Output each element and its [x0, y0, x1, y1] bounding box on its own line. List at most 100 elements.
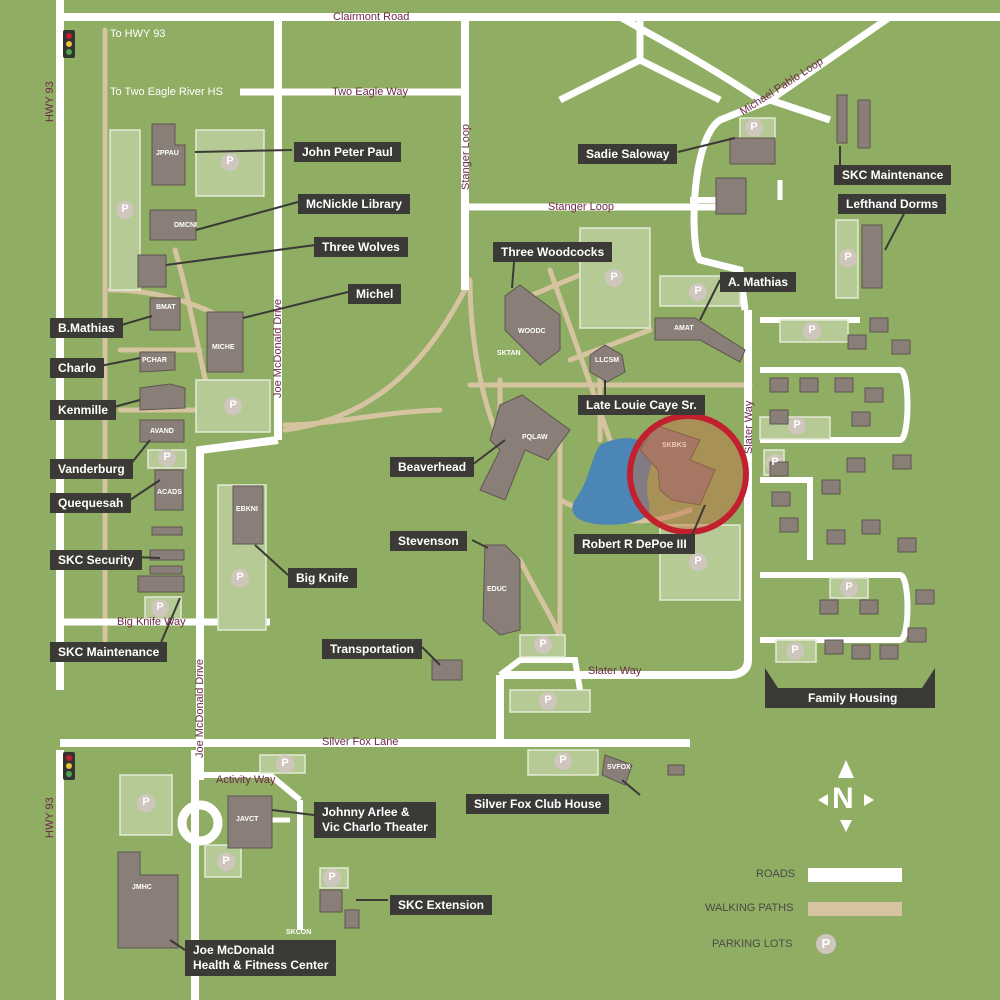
traffic-light-top — [63, 30, 75, 58]
building-code-skbks: SKBKS — [662, 442, 687, 449]
building-code-woodc: WOODC — [518, 328, 546, 335]
callout-sadie-saloway[interactable]: Sadie Saloway — [578, 144, 678, 164]
legend-parking-lots-label: PARKING LOTS — [712, 938, 793, 950]
callout-leaders — [99, 137, 909, 951]
to-two-eagle-label: To Two Eagle River HS — [110, 86, 223, 98]
building-code-amat: AMAT — [674, 325, 694, 332]
building-code-skcon: SKCON — [286, 929, 312, 936]
building-code-pchar: PCHAR — [142, 357, 167, 364]
callout-charlo[interactable]: Charlo — [50, 358, 105, 378]
callout-joe-mcdonald-line2: Health & Fitness Center — [193, 958, 329, 972]
big-knife-way-label: Big Knife Way — [117, 616, 186, 628]
parking-p-letter: P — [539, 638, 547, 651]
callout-vanderburg[interactable]: Vanderburg — [50, 459, 133, 479]
callout-johnny-arlee[interactable]: Johnny Arlee & Vic Charlo Theater — [314, 802, 436, 838]
callout-kenmille[interactable]: Kenmille — [50, 400, 117, 420]
callout-big-knife[interactable]: Big Knife — [288, 568, 357, 588]
clairmont-road-label: Clairmont Road — [333, 11, 410, 23]
parking-p-letter: P — [694, 285, 702, 298]
joe-mcdonald-bottom-label: Joe McDonald Drive — [194, 658, 206, 758]
legend-walking-paths-label: WALKING PATHS — [705, 902, 794, 914]
parking-p-letter: P — [328, 871, 336, 884]
callout-john-peter-paul[interactable]: John Peter Paul — [294, 142, 401, 162]
parking-p-letter: P — [808, 324, 816, 337]
parking-p-letter: P — [771, 456, 779, 469]
building-code-educ: EDUC — [487, 586, 507, 593]
parking-p-letter: P — [156, 601, 164, 614]
callout-three-woodcocks[interactable]: Three Woodcocks — [493, 242, 613, 262]
north-arrow-shape — [818, 760, 874, 832]
callout-transportation[interactable]: Transportation — [322, 639, 423, 659]
callout-silver-fox-club-house[interactable]: Silver Fox Club House — [466, 794, 610, 814]
joe-mcdonald-top-label: Joe McDonald Drive — [272, 298, 284, 398]
highlight-ring — [627, 413, 749, 535]
parking-p-letter: P — [121, 203, 129, 216]
callout-skc-extension[interactable]: SKC Extension — [390, 895, 493, 915]
callout-beaverhead[interactable]: Beaverhead — [390, 457, 475, 477]
parking-p-letter: P — [694, 555, 702, 568]
north-arrow: N — [818, 760, 874, 836]
callout-quequesah[interactable]: Quequesah — [50, 493, 132, 513]
parking-symbols — [116, 119, 858, 887]
parking-p-letter: P — [163, 451, 171, 464]
parking-p-letter: P — [845, 581, 853, 594]
callout-a-mathias[interactable]: A. Mathias — [720, 272, 797, 292]
building-code-dmcni: DMCNI — [174, 222, 197, 229]
callout-skc-maintenance-right[interactable]: SKC Maintenance — [834, 165, 952, 185]
callout-robert-depoe[interactable]: Robert R DePoe III — [574, 534, 695, 554]
callout-johnny-arlee-line1: Johnny Arlee & — [322, 805, 410, 819]
parking-p-letter: P — [222, 855, 230, 868]
two-eagle-way-label: Two Eagle Way — [332, 86, 409, 98]
parking-p-letter: P — [544, 694, 552, 707]
stanger-loop-v-label: Stanger Loop — [460, 123, 472, 190]
parking-p-letter: P — [750, 121, 758, 134]
callout-joe-mcdonald-line1: Joe McDonald — [193, 943, 275, 957]
building-code-jmhc: JMHC — [132, 884, 152, 891]
parking-p-letter: P — [793, 419, 801, 432]
roads — [56, 0, 1000, 1000]
north-letter: N — [832, 782, 854, 815]
building-code-ebkni: EBKNI — [236, 506, 258, 513]
building-code-miche: MICHE — [212, 344, 235, 351]
callout-skc-maintenance-left[interactable]: SKC Maintenance — [50, 642, 168, 662]
building-code-acads: ACADS — [157, 489, 182, 496]
building-code-jppau: JPPAU — [156, 150, 179, 157]
parking-p-letter: P — [226, 155, 234, 168]
building-code-llcsm: LLCSM — [595, 357, 620, 364]
callout-joe-mcdonald-health[interactable]: Joe McDonald Health & Fitness Center — [185, 940, 337, 976]
hwy93-top-label: HWY 93 — [44, 81, 56, 122]
callout-three-wolves[interactable]: Three Wolves — [314, 237, 408, 257]
callout-michel[interactable]: Michel — [348, 284, 402, 304]
building-code-svfox: SVFOX — [607, 764, 631, 771]
callout-lefthand-dorms[interactable]: Lefthand Dorms — [838, 194, 947, 214]
building-code-pqlaw: PQLAW — [522, 434, 548, 441]
slater-way-h-label: Slater Way — [588, 665, 642, 677]
buildings — [117, 94, 935, 949]
callout-late-louie-caye[interactable]: Late Louie Caye Sr. — [578, 395, 705, 415]
parking-p-letter: P — [610, 271, 618, 284]
callout-skc-security[interactable]: SKC Security — [50, 550, 143, 570]
silver-fox-lane-label: Silver Fox Lane — [322, 736, 399, 748]
stanger-loop-h-label: Stanger Loop — [548, 201, 615, 213]
parking-p-letter: P — [844, 251, 852, 264]
legend — [808, 868, 902, 954]
building-code-javct: JAVCT — [236, 816, 259, 823]
callout-stevenson[interactable]: Stevenson — [390, 531, 467, 551]
hwy93-bottom-label: HWY 93 — [44, 797, 56, 838]
parking-p-letter: P — [281, 757, 289, 770]
callout-johnny-arlee-line2: Vic Charlo Theater — [322, 820, 428, 834]
to-hwy93-label: To HWY 93 — [110, 28, 166, 40]
legend-roads-label: ROADS — [756, 868, 796, 880]
callout-mcnickle-library[interactable]: McNickle Library — [298, 194, 411, 214]
parking-p-letter: P — [142, 796, 150, 809]
building-code-bmat: BMAT — [156, 304, 176, 311]
parking-p-letter: P — [229, 399, 237, 412]
parking-p-letter: P — [559, 754, 567, 767]
traffic-light-bottom — [63, 752, 75, 780]
legend-parking-p-letter: P — [821, 936, 831, 952]
parking-p-letter: P — [791, 644, 799, 657]
callout-b-mathias[interactable]: B.Mathias — [50, 318, 123, 338]
callout-family-housing[interactable]: Family Housing — [800, 690, 906, 706]
building-code-sktan: SKTAN — [497, 350, 521, 357]
